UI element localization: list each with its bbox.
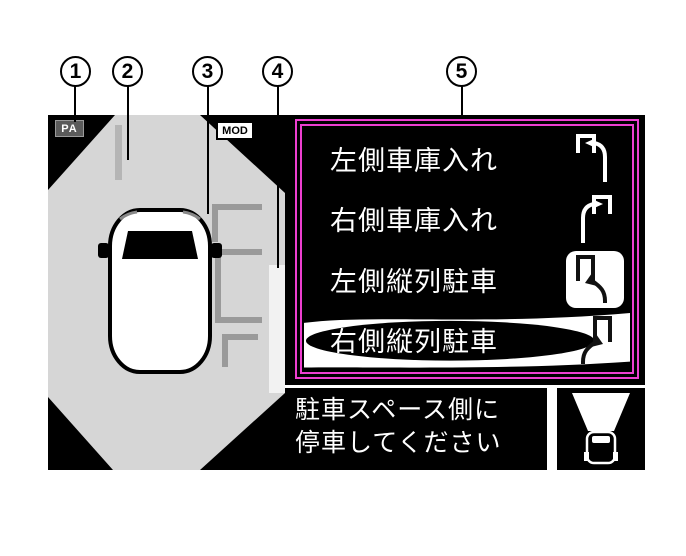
- menu-item-garage-right[interactable]: 右側車庫入れ: [304, 189, 630, 250]
- callout-4: 4: [262, 56, 293, 87]
- parking-line-upper: [115, 125, 122, 180]
- car-beam-icon: [572, 393, 630, 465]
- pa-badge: PA: [55, 120, 84, 137]
- callout-3-number: 3: [201, 59, 214, 83]
- menu-item-label: 右側車庫入れ: [330, 206, 498, 237]
- menu-item-label: 左側縦列駐車: [330, 266, 498, 297]
- callout-2-number: 2: [121, 59, 134, 83]
- garage-left-icon: [574, 132, 614, 184]
- status-line-2: 停車してください: [295, 428, 502, 457]
- guide-pictogram-box: [557, 388, 645, 470]
- leader-line-4: [277, 86, 279, 268]
- garage-right-icon: [574, 193, 614, 245]
- menu-item-garage-left[interactable]: 左側車庫入れ: [304, 128, 630, 189]
- top-view-camera-panel: PA MOD: [48, 115, 285, 470]
- menu-rows: 左側車庫入れ 右側車庫入れ: [304, 128, 630, 370]
- parking-bay-line-bottom: [222, 334, 258, 367]
- callout-5: 5: [446, 56, 477, 87]
- menu-item-parallel-right[interactable]: 右側縦列駐車: [304, 310, 630, 371]
- menu-item-parallel-left[interactable]: 左側縦列駐車: [304, 249, 630, 310]
- leader-line-2: [127, 86, 129, 160]
- parking-bay-line-top: [212, 204, 262, 242]
- status-line-1: 駐車スペース側に: [295, 396, 501, 424]
- own-car-top-view: [98, 208, 222, 374]
- menu-item-label: 右側縦列駐車: [330, 327, 498, 358]
- callout-3: 3: [192, 56, 223, 87]
- mod-badge[interactable]: MOD: [216, 121, 254, 140]
- parallel-right-icon: [574, 314, 614, 366]
- pa-badge-label: PA: [61, 122, 78, 135]
- parking-bay-line-middle: [215, 249, 262, 323]
- leader-line-1: [74, 86, 76, 122]
- callout-4-number: 4: [271, 59, 284, 83]
- parallel-left-icon: [574, 253, 614, 305]
- leader-line-5: [461, 86, 463, 118]
- curb-strip: [269, 265, 285, 393]
- mod-badge-label: MOD: [222, 124, 248, 137]
- menu-panel: 左側車庫入れ 右側車庫入れ: [285, 115, 645, 385]
- callout-2: 2: [112, 56, 143, 87]
- callout-1: 1: [60, 56, 91, 87]
- status-message-bar: 駐車スペース側に 停車してください: [285, 388, 547, 470]
- camera-seam-bottom-left: [48, 397, 113, 470]
- parking-mode-menu: 左側車庫入れ 右側車庫入れ: [295, 119, 639, 379]
- callout-5-number: 5: [455, 59, 468, 83]
- top-view-graphics: [48, 115, 285, 470]
- leader-line-3: [207, 86, 209, 214]
- selection-highlight: [304, 312, 630, 368]
- camera-seam-bottom-right: [200, 393, 285, 470]
- menu-item-label: 左側車庫入れ: [330, 145, 498, 176]
- callout-1-number: 1: [69, 59, 82, 83]
